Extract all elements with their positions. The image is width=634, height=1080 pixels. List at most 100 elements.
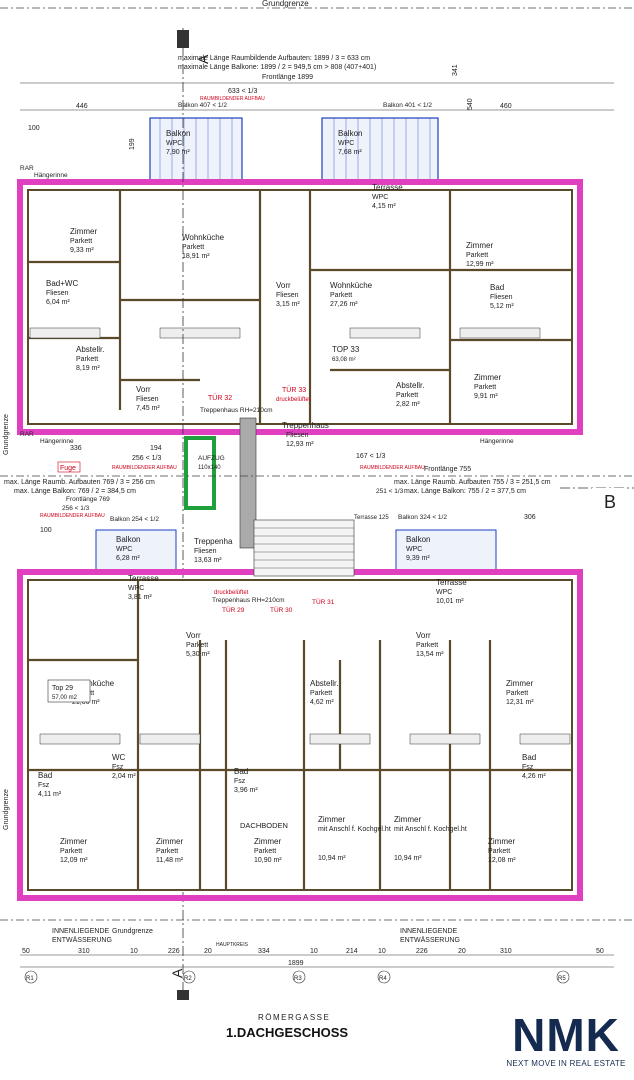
nmk-logo: NMK: [512, 1009, 620, 1061]
svg-text:12,31 m²: 12,31 m²: [506, 699, 534, 706]
svg-text:Vorr: Vorr: [416, 631, 431, 640]
svg-text:9,33 m²: 9,33 m²: [70, 247, 94, 254]
upper-outline-wall: [27, 189, 573, 425]
section-b-marker: B: [604, 492, 616, 512]
balkon-401-label: Balkon 401 < 1/2: [383, 102, 432, 109]
top29-box: [47, 679, 91, 703]
svg-text:Fsz: Fsz: [112, 764, 124, 771]
lower-room-labels: Balkon WPC 6,28 m² Terrasse WPC 3,81 m² …: [38, 535, 546, 864]
dim-251: 251 < 1/3: [376, 488, 404, 495]
max-right-1: max. Länge Raumb. Aufbauten 755 / 3 = 25…: [394, 479, 551, 486]
svg-text:Fliesen: Fliesen: [194, 548, 217, 555]
svg-text:20: 20: [458, 948, 466, 955]
aufzug-label: AUFZUG: [198, 455, 225, 462]
svg-text:Zimmer: Zimmer: [474, 373, 501, 382]
raumbildender-mid-left: RAUMBILDENDER AUFBAU: [112, 465, 177, 471]
svg-text:WPC: WPC: [436, 589, 452, 596]
svg-text:Fsz: Fsz: [522, 764, 534, 771]
svg-text:Parkett: Parkett: [396, 392, 418, 399]
upper-room-labels: Balkon WPC 7,90 m² Balkon WPC 7,68 m² Te…: [46, 129, 514, 448]
balkon-324-label: Balkon 324 < 1/2: [398, 514, 447, 521]
upper-interior-walls: [28, 190, 572, 424]
max-left-2: max. Länge Balkon: 769 / 2 = 384,5 cm: [14, 488, 136, 495]
rar-label-top: RAR: [20, 165, 34, 172]
bottom-total-dim: 1899: [288, 960, 304, 967]
haengerinne-mid: Hängerinne: [40, 438, 74, 445]
dim-306: 306: [524, 514, 536, 521]
floor-title: 1.DACHGESCHOSS: [226, 1025, 348, 1040]
max-left-1: max. Länge Raumb. Aufbauten 769 / 3 = 25…: [4, 479, 155, 486]
svg-text:Abstellr.: Abstellr.: [310, 679, 338, 688]
svg-text:Zimmer: Zimmer: [70, 227, 97, 236]
svg-text:mit Anschl f. Kochgel.ht: mit Anschl f. Kochgel.ht: [394, 826, 467, 833]
innenliegende-right: INNENLIEGENDE: [400, 928, 458, 935]
svg-text:Fliesen: Fliesen: [46, 290, 69, 297]
svg-text:2,82 m²: 2,82 m²: [396, 401, 420, 408]
svg-text:2,04 m²: 2,04 m²: [112, 773, 136, 780]
svg-text:Zimmer: Zimmer: [394, 815, 421, 824]
dim-256: 256 < 1/3: [132, 455, 161, 462]
dim-460: 460: [500, 103, 512, 110]
balkon-407-label: Balkon 407 < 1/2: [178, 102, 227, 109]
svg-text:R5: R5: [558, 976, 566, 982]
svg-text:Bad: Bad: [490, 283, 504, 292]
svg-text:Parkett: Parkett: [156, 848, 178, 855]
stair-upper-rail: [239, 417, 257, 549]
stair-lower-steps: [254, 527, 354, 569]
svg-text:Parkett: Parkett: [60, 848, 82, 855]
svg-text:Parkett: Parkett: [76, 356, 98, 363]
dim-540: 540: [467, 98, 474, 110]
svg-text:Parkett: Parkett: [70, 238, 92, 245]
svg-text:WPC: WPC: [166, 140, 182, 147]
svg-text:21,06 m²: 21,06 m²: [72, 699, 100, 706]
bottom-dims: 50 310 10 226 20 334 10 214 10 226 20 31…: [22, 948, 604, 955]
svg-text:Fsz: Fsz: [38, 782, 50, 789]
balcony-hatch: [159, 118, 431, 182]
dim-167: 167 < 1/3: [356, 453, 385, 460]
svg-text:Wohnküche: Wohnküche: [72, 679, 115, 688]
svg-text:226: 226: [168, 948, 180, 955]
svg-text:4,11 m²: 4,11 m²: [38, 791, 62, 798]
brand-tagline: NEXT MOVE IN REAL ESTATE: [506, 1059, 626, 1068]
svg-text:Zimmer: Zimmer: [506, 679, 533, 688]
svg-text:Bad: Bad: [234, 767, 248, 776]
svg-text:63,08 m²: 63,08 m²: [332, 357, 356, 363]
svg-text:Vorr: Vorr: [186, 631, 201, 640]
dim-256b: 256 < 1/3: [62, 505, 90, 512]
upper-outline-magenta: [17, 179, 583, 435]
dachboden-label: DACHBODEN: [240, 821, 288, 830]
raumbildender-top: RAUMBILDENDER AUFBAU: [200, 96, 265, 102]
svg-text:Parkett: Parkett: [182, 244, 204, 251]
svg-text:Zimmer: Zimmer: [466, 241, 493, 250]
section-a-label: A: [169, 968, 185, 978]
svg-text:9,91 m²: 9,91 m²: [474, 393, 498, 400]
door-t29: TÜR 29: [222, 606, 245, 614]
street-name: RÖMERGASSE: [258, 1013, 330, 1022]
svg-text:Bad: Bad: [38, 771, 52, 780]
dim-199: 199: [129, 138, 136, 150]
svg-text:Fliesen: Fliesen: [276, 292, 299, 299]
top-grundgrenze-label: Grundgrenze: [262, 0, 309, 8]
rar-label-mid: RAR: [20, 431, 34, 438]
dim-446: 446: [76, 103, 88, 110]
svg-text:Treppenha: Treppenha: [194, 537, 233, 546]
svg-text:4,62 m²: 4,62 m²: [310, 699, 334, 706]
svg-text:Abstellr.: Abstellr.: [76, 345, 104, 354]
svg-text:334: 334: [258, 948, 270, 955]
svg-text:Zimmer: Zimmer: [60, 837, 87, 846]
section-a-label-top: A: [195, 54, 211, 64]
svg-text:5,30 m²: 5,30 m²: [186, 651, 210, 658]
svg-text:12,09 m²: 12,09 m²: [60, 857, 88, 864]
svg-text:310: 310: [500, 948, 512, 955]
frontlaenge-755: Frontlänge 755: [424, 466, 471, 473]
svg-text:10,94 m²: 10,94 m²: [318, 855, 346, 862]
dim-336: 336: [70, 445, 82, 452]
svg-text:10,01 m²: 10,01 m²: [436, 598, 464, 605]
svg-text:Fsz: Fsz: [234, 778, 246, 785]
frontlaenge-label: Frontlänge 1899: [262, 74, 313, 81]
svg-text:WPC: WPC: [116, 546, 132, 553]
svg-text:Wohnküche: Wohnküche: [182, 233, 225, 242]
svg-text:10: 10: [378, 948, 386, 955]
svg-text:Balkon: Balkon: [406, 535, 430, 544]
section-b-marker-bg: [592, 488, 626, 510]
